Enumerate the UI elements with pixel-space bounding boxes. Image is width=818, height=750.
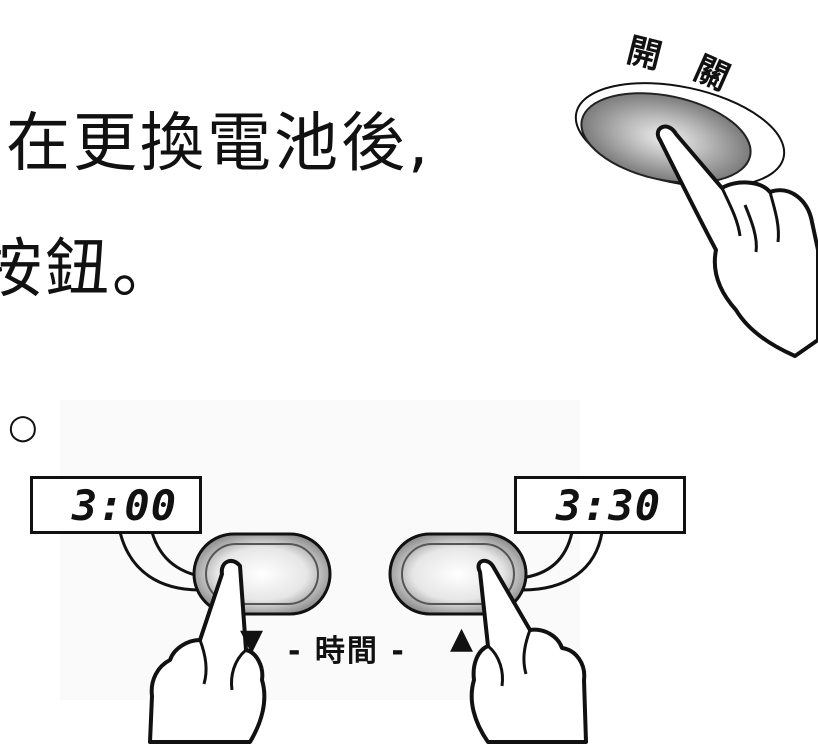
right-display-tail	[521, 531, 604, 592]
left-display-tail	[118, 531, 201, 592]
down-triangle-icon: ▼	[240, 623, 264, 658]
instruction-line-2: 按鈕。	[0, 233, 179, 307]
time-display-left: 3:00	[30, 476, 202, 534]
hand-left-icon	[148, 558, 267, 744]
instruction-line-1: 在更換電池後,	[6, 107, 432, 181]
bullet-marker: ○	[8, 407, 38, 447]
hand-right-icon	[469, 558, 588, 744]
up-triangle-icon: ▲	[450, 621, 474, 656]
hand-power-icon	[656, 124, 818, 358]
time-label: - 時間 -	[288, 634, 406, 669]
time-display-right: 3:30	[514, 476, 686, 534]
